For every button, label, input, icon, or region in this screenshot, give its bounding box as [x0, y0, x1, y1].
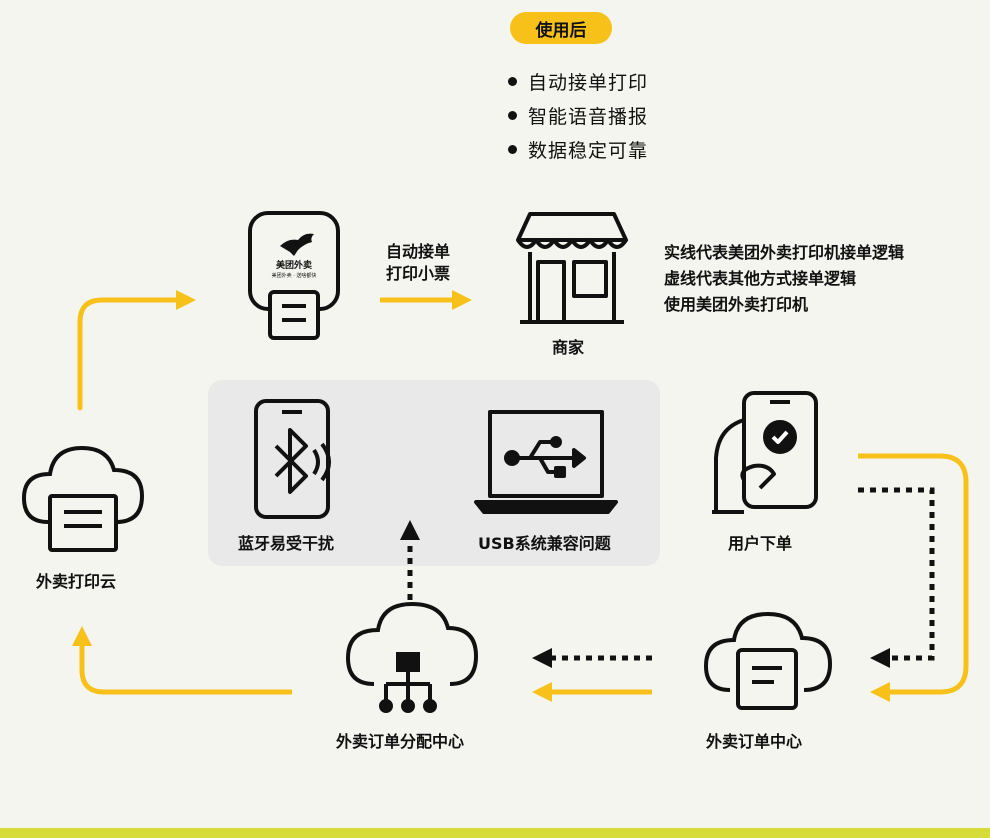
- usb-issue-label: USB系统兼容问题: [478, 534, 611, 553]
- bullet-dot-icon: [508, 76, 517, 86]
- benefit-text: 智能语音播报: [528, 105, 649, 128]
- printer-brand-subtitle: 美团外卖 · 送啥都快: [271, 273, 317, 279]
- shop-icon: [516, 212, 628, 324]
- benefit-item: 自动接单打印: [508, 64, 648, 98]
- solid-flow-cloud-to-printer: [77, 290, 196, 411]
- benefits-list: 自动接单打印 智能语音播报 数据稳定可靠: [508, 64, 648, 166]
- bluetooth-issue-label: 蓝牙易受干扰: [238, 534, 335, 553]
- meituan-printer-icon: [248, 211, 340, 340]
- benefit-item: 数据稳定可靠: [508, 132, 648, 166]
- user-order-label: 用户下单: [728, 534, 793, 553]
- legend: 实线代表美团外卖打印机接单逻辑 虚线代表其他方式接单逻辑 使用美团外卖打印机: [664, 240, 904, 318]
- solid-flow-dispatch-to-cloud: [72, 626, 292, 695]
- cloud-network-icon: [345, 601, 479, 713]
- merchant-label: 商家: [552, 338, 585, 357]
- cloud-order-icon: [703, 611, 833, 710]
- cloud-printer-icon: [21, 445, 145, 552]
- bullet-dot-icon: [508, 110, 517, 120]
- legend-line: 使用美团外卖打印机: [664, 295, 809, 314]
- benefit-text: 数据稳定可靠: [528, 139, 649, 162]
- hand-phone-check-icon: [712, 391, 818, 514]
- benefit-item: 智能语音播报: [508, 98, 648, 132]
- legend-line: 虚线代表其他方式接单逻辑: [664, 269, 857, 288]
- usb-laptop-icon: [474, 410, 618, 514]
- bottom-accent-bar: [0, 828, 990, 838]
- print-cloud-label: 外卖打印云: [36, 572, 117, 591]
- order-center-label: 外卖订单中心: [706, 732, 803, 751]
- dashed-flow-user-to-order-center: [858, 487, 935, 668]
- bullet-dot-icon: [508, 144, 517, 154]
- auto-print-label-line: 自动接单: [386, 242, 451, 261]
- auto-print-label-line: 打印小票: [386, 264, 451, 283]
- benefit-text: 自动接单打印: [528, 71, 649, 94]
- solid-flow-user-to-order-center: [858, 453, 969, 702]
- auto-print-label: 自动接单 打印小票: [386, 241, 450, 285]
- printer-brand-label: 美团外卖: [275, 261, 312, 271]
- bluetooth-phone-icon: [254, 399, 331, 519]
- after-use-badge: 使用后: [510, 12, 612, 44]
- dispatch-center-label: 外卖订单分配中心: [336, 732, 465, 751]
- legend-line: 实线代表美团外卖打印机接单逻辑: [664, 243, 905, 262]
